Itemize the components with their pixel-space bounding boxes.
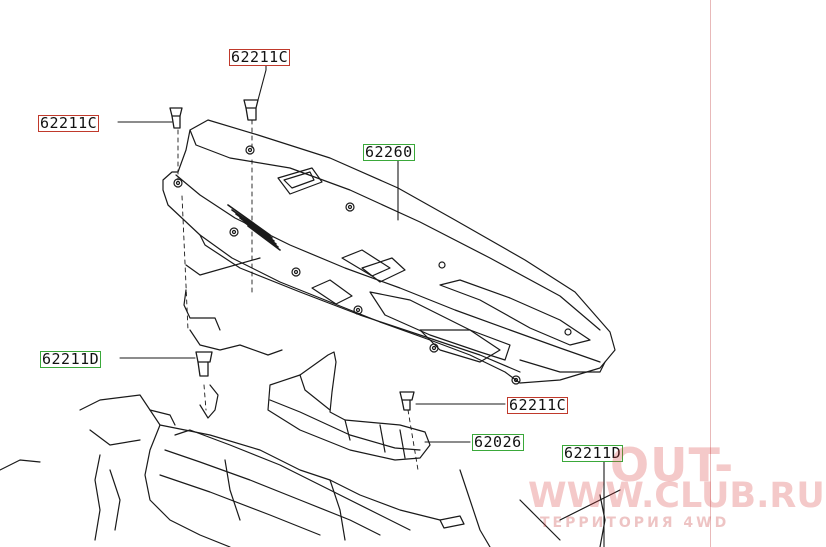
callout-62211c-left[interactable]: 62211C xyxy=(38,114,100,132)
radiator-support-frame xyxy=(0,257,621,547)
clip-fasteners xyxy=(169,99,465,529)
page-border-line xyxy=(710,0,711,547)
leader-lines xyxy=(117,61,605,547)
callout-62211c-top[interactable]: 62211C xyxy=(229,48,291,66)
watermark-line2: WWW.CLUB.RU xyxy=(528,476,825,516)
watermark-line3: ТЕРРИТОРИЯ 4WD xyxy=(540,515,730,531)
callout-62211c-right[interactable]: 62211C xyxy=(507,396,569,414)
callout-62211d-right[interactable]: 62211D xyxy=(562,444,624,462)
callout-62211d-left[interactable]: 62211D xyxy=(40,350,102,368)
callout-62026[interactable]: 62026 xyxy=(472,433,524,451)
callout-62260[interactable]: 62260 xyxy=(363,143,415,161)
watermark-line1: OUT- xyxy=(610,438,735,492)
air-guide-part xyxy=(199,351,431,461)
